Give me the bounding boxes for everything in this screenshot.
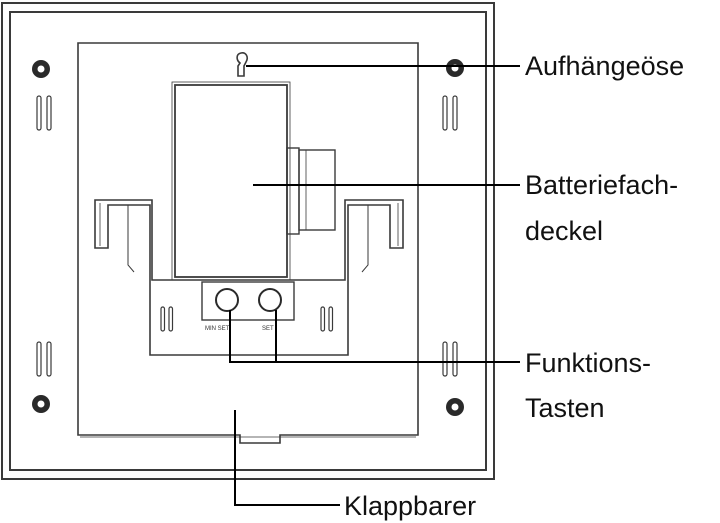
label-battery-cover-line1: Batteriefach-	[525, 170, 678, 200]
screw-icon-top-left	[32, 60, 50, 78]
leader-function-keys	[229, 310, 520, 363]
label-battery-cover-line2: deckel	[525, 216, 603, 246]
label-function-keys-line1: Funktions-	[525, 348, 651, 378]
screw-icon-bottom-left	[32, 395, 50, 413]
screw-icon-bottom-right	[446, 398, 464, 416]
label-hanging-eyelet: Aufhängeöse	[525, 51, 684, 81]
function-button-right	[258, 288, 282, 312]
screw-icon-top-right	[446, 59, 464, 77]
battery-cover-latch	[286, 147, 336, 235]
label-function-keys-line2: Tasten	[525, 393, 605, 423]
vent-slots	[36, 95, 458, 377]
function-button-left	[215, 288, 239, 312]
function-buttons: MIN SET SET	[201, 281, 295, 332]
leader-foldable	[234, 410, 340, 506]
button-mark-right: SET	[262, 326, 274, 332]
battery-cover	[171, 81, 291, 281]
leader-lines	[229, 65, 520, 506]
outer-frame	[1, 2, 495, 480]
hanging-eyelet-icon	[236, 52, 248, 77]
back-panel	[77, 42, 419, 444]
label-foldable: Klappbarer	[344, 491, 476, 521]
button-mark-left: MIN SET	[205, 326, 230, 332]
